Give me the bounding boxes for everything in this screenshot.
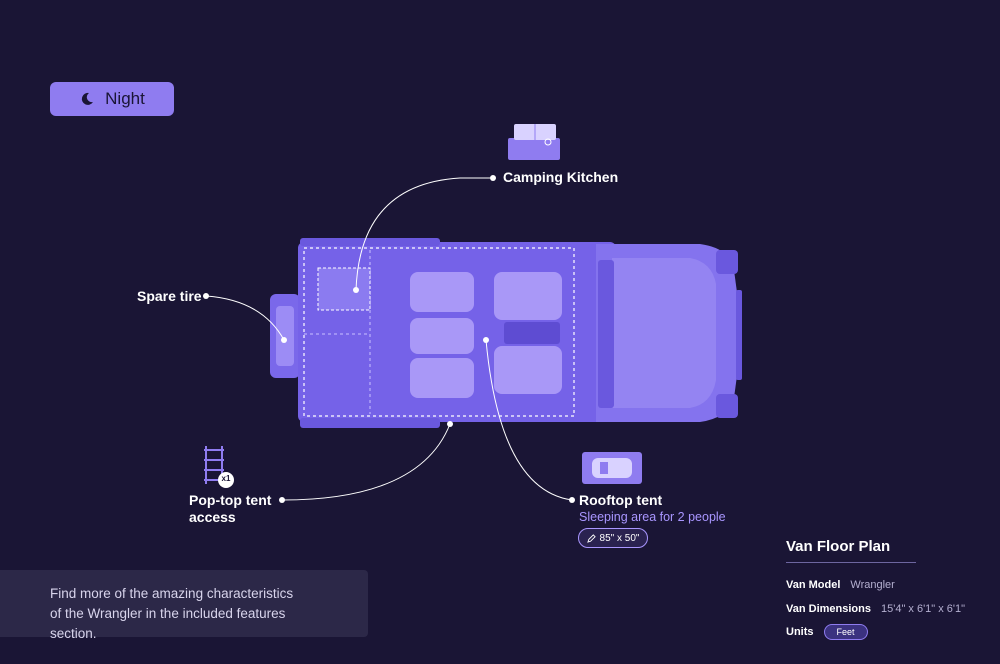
camping-kitchen-icon (508, 124, 560, 160)
rooftop-tent-label: Rooftop tent (579, 492, 663, 508)
front-seats (494, 272, 562, 394)
rooftop-tent-icon (582, 452, 642, 484)
badge-text: x1 (221, 474, 231, 483)
pencil-icon (586, 533, 596, 543)
night-mode-button[interactable]: Night (50, 82, 174, 116)
van-dimensions-row: Van Dimensions 15'4" x 6'1" x 6'1" (786, 603, 966, 615)
floor-plan-title: Van Floor Plan (786, 538, 891, 555)
info-line-1: Find more of the amazing characteristics (50, 586, 294, 601)
rear-bench-seats (410, 272, 474, 398)
pop-top-label: Pop-top tent access (189, 492, 272, 525)
quantity-badge (218, 472, 234, 488)
spare-tire-label: Spare tire (137, 288, 202, 304)
info-line-2: of the Wrangler in the included features… (50, 606, 286, 641)
tent-dimensions-pill: 85" x 50" (578, 528, 648, 548)
van-model-row: Van Model Wrangler (786, 579, 895, 591)
units-toggle[interactable]: Feet (823, 624, 868, 640)
moon-icon (82, 92, 94, 105)
divider (786, 562, 916, 563)
camping-kitchen-label: Camping Kitchen (503, 169, 619, 185)
rooftop-tent-sublabel: Sleeping area for 2 people (579, 510, 726, 524)
info-box: Find more of the amazing characteristics… (0, 570, 368, 641)
units-row: Units Feet (786, 624, 868, 640)
mode-label: Night (105, 89, 145, 108)
